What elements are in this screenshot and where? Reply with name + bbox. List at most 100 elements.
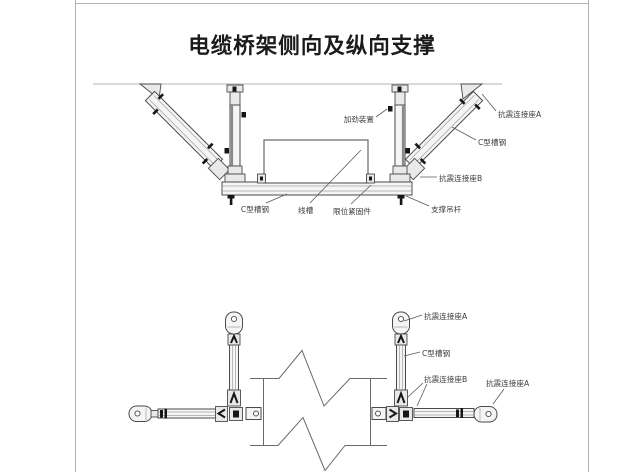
bolt-mark bbox=[459, 98, 466, 105]
label-seismic-connector-b: 抗震连接座B bbox=[424, 374, 467, 384]
bolt-mark bbox=[388, 408, 398, 419]
sheet-frame bbox=[75, 0, 589, 472]
left-hanger-rod bbox=[224, 84, 246, 183]
bottom-bracket bbox=[227, 165, 243, 175]
ceiling-bracket bbox=[460, 83, 484, 100]
bolt-mark bbox=[456, 409, 459, 417]
channel-body bbox=[221, 181, 413, 196]
lateral-brace bbox=[392, 311, 410, 407]
bolt-mark bbox=[397, 86, 402, 92]
hanger-bolt-right bbox=[397, 195, 405, 205]
tray-joint bbox=[229, 407, 262, 421]
connector-hole bbox=[397, 315, 405, 323]
left-diagonal-brace bbox=[138, 83, 231, 181]
label-seismic-connector-a: 抗震连接座A bbox=[498, 109, 542, 119]
bolt-mark bbox=[164, 408, 167, 419]
left-brace-assembly bbox=[128, 311, 262, 422]
plan-annotations: 抗震连接座A C型槽钢 抗震连接座B 抗震连接座A bbox=[403, 311, 530, 407]
longitudinal-brace bbox=[128, 405, 228, 422]
bolt-mark bbox=[397, 333, 405, 344]
bolt-mark bbox=[152, 108, 159, 115]
connector-link bbox=[150, 410, 159, 418]
bolt-mark bbox=[233, 410, 239, 418]
top-bracket bbox=[394, 91, 406, 106]
label-c-channel-brace: C型槽钢 bbox=[478, 137, 506, 147]
bolt-mark bbox=[157, 93, 165, 100]
mount-hole bbox=[375, 410, 381, 417]
bolt-mark bbox=[160, 410, 163, 418]
connector-a-end bbox=[225, 311, 243, 335]
leader-c-channel bbox=[451, 126, 477, 141]
bolt-mark bbox=[414, 142, 421, 150]
bolt-mark bbox=[460, 408, 463, 418]
leader-hanger-rod bbox=[405, 195, 430, 207]
channel-edge-line bbox=[153, 95, 219, 161]
bolt-stem bbox=[399, 198, 403, 205]
brace-channel bbox=[144, 90, 224, 170]
channel-edge-line bbox=[409, 95, 475, 161]
brace-body bbox=[413, 408, 475, 418]
connector-a-end bbox=[392, 311, 410, 335]
right-diagonal-brace bbox=[402, 83, 484, 181]
bolt-nut bbox=[397, 195, 405, 199]
connector-hole bbox=[134, 410, 141, 417]
leader-connector-a bbox=[481, 93, 497, 112]
right-brace-assembly bbox=[371, 311, 498, 423]
leader-connector-a-side bbox=[492, 388, 505, 405]
label-c-channel-brace: C型槽钢 bbox=[422, 348, 450, 358]
label-c-channel-bottom: C型槽钢 bbox=[241, 204, 269, 214]
elevation-view: 加劲装置 抗震连接座A C型槽钢 抗震连接座B C型槽钢 线槽 限位紧固件 支撑… bbox=[93, 83, 542, 216]
leader-c-channel-bottom bbox=[265, 193, 288, 204]
page-title: 电缆桥架侧向及纵向支撑 bbox=[188, 33, 436, 59]
bolt-mark bbox=[369, 176, 372, 181]
leader-stiffener bbox=[375, 108, 388, 118]
hanger-bolt-left bbox=[227, 195, 235, 205]
bolt-mark bbox=[241, 112, 246, 118]
mount-hole bbox=[253, 410, 259, 417]
label-seismic-connector-b: 抗震连接座B bbox=[439, 173, 482, 183]
channel-edge-line bbox=[413, 99, 479, 165]
label-seismic-connector-a-top: 抗震连接座A bbox=[424, 311, 468, 321]
bolt-mark bbox=[388, 106, 393, 112]
bolt-mark bbox=[232, 86, 237, 92]
bolt-mark bbox=[474, 103, 481, 111]
brace-body bbox=[396, 344, 406, 391]
leader-connector-b-1 bbox=[407, 382, 424, 398]
bottom-bracket bbox=[392, 165, 408, 175]
leader-connector-a-top bbox=[403, 314, 423, 322]
support-channel bbox=[221, 181, 413, 205]
bolt-mark bbox=[396, 390, 406, 404]
bolt-mark bbox=[405, 148, 410, 154]
bolt-mark bbox=[403, 410, 409, 418]
bolt-mark bbox=[230, 333, 238, 344]
top-bracket bbox=[229, 91, 241, 106]
channel-body bbox=[144, 90, 224, 170]
wire-duct-box bbox=[257, 139, 375, 184]
elevation-annotations: 加劲装置 抗震连接座A C型槽钢 抗震连接座B C型槽钢 线槽 限位紧固件 支撑… bbox=[241, 93, 542, 216]
label-support-hanger-rod: 支撑吊杆 bbox=[431, 204, 462, 214]
longitudinal-brace bbox=[413, 406, 498, 423]
tray-joint bbox=[371, 406, 413, 422]
label-seismic-connector-a-side: 抗震连接座A bbox=[486, 378, 530, 388]
joint-plate bbox=[215, 406, 228, 422]
lateral-brace bbox=[225, 311, 243, 407]
channel-body bbox=[404, 90, 484, 170]
channel-edge-line bbox=[149, 99, 215, 165]
bolt-mark bbox=[419, 158, 427, 165]
bolt-mark bbox=[229, 390, 239, 404]
connector-hole bbox=[485, 410, 492, 418]
bolt-mark bbox=[216, 408, 226, 419]
duct-outline bbox=[263, 139, 369, 184]
plan-view: 抗震连接座A C型槽钢 抗震连接座B 抗震连接座A bbox=[128, 311, 530, 472]
leader-connector-b-2 bbox=[416, 383, 428, 407]
bottom-anchor-plate bbox=[389, 173, 411, 183]
bottom-anchor-plate bbox=[224, 173, 246, 183]
leader-c-channel bbox=[403, 351, 421, 357]
tray-bottom-edge bbox=[250, 416, 387, 472]
bolt-mark bbox=[201, 158, 209, 165]
leader-limit-fastener bbox=[350, 184, 372, 205]
bolt-stem bbox=[229, 198, 233, 205]
brace-body bbox=[229, 344, 239, 391]
